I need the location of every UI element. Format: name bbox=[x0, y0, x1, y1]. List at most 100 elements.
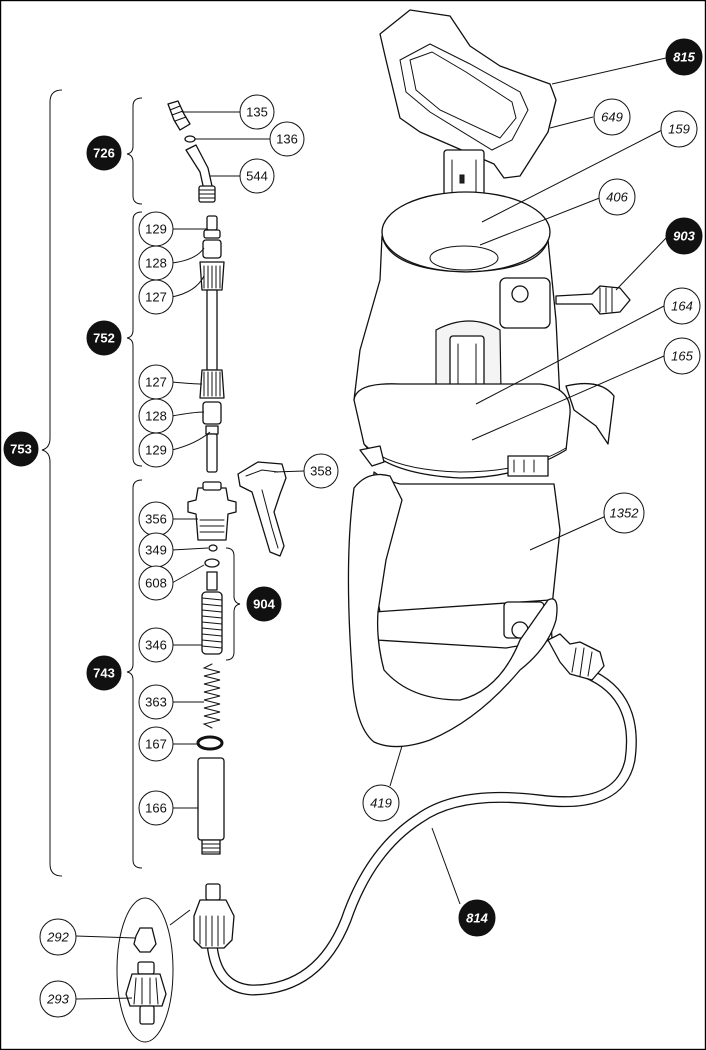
label-743: 743 bbox=[86, 655, 122, 691]
label-128-bottom: 128 bbox=[138, 398, 174, 434]
brace-753 bbox=[41, 89, 63, 877]
label-815: 815 bbox=[665, 38, 703, 76]
sprayer-body bbox=[347, 9, 631, 748]
svg-text:419: 419 bbox=[370, 796, 392, 811]
label-135: 135 bbox=[239, 94, 275, 130]
svg-text:127: 127 bbox=[145, 290, 167, 305]
label-346: 346 bbox=[138, 627, 174, 663]
tank-rim bbox=[353, 383, 571, 479]
hose-coupling-right bbox=[547, 633, 605, 681]
svg-text:129: 129 bbox=[145, 443, 167, 458]
label-166: 166 bbox=[138, 790, 174, 826]
valve-body-356 bbox=[187, 487, 237, 541]
svg-text:904: 904 bbox=[253, 597, 275, 612]
svg-text:743: 743 bbox=[93, 666, 115, 681]
svg-text:135: 135 bbox=[246, 105, 268, 120]
nozzle-assembly-726 bbox=[167, 100, 216, 203]
ferrule-128-bottom bbox=[202, 401, 222, 425]
svg-text:346: 346 bbox=[145, 638, 167, 653]
svg-text:752: 752 bbox=[93, 331, 115, 346]
svg-text:136: 136 bbox=[276, 132, 298, 147]
svg-text:356: 356 bbox=[145, 512, 167, 527]
hose-814 bbox=[193, 633, 637, 996]
svg-text:165: 165 bbox=[671, 349, 693, 364]
brace-904 bbox=[225, 547, 241, 661]
label-358: 358 bbox=[303, 453, 339, 489]
pressure-valve-903 bbox=[555, 285, 631, 315]
label-127-bottom: 127 bbox=[138, 364, 174, 400]
svg-text:159: 159 bbox=[668, 122, 690, 137]
label-608: 608 bbox=[138, 565, 174, 601]
label-292: 292 bbox=[39, 918, 77, 956]
label-649: 649 bbox=[593, 98, 631, 136]
svg-text:814: 814 bbox=[466, 911, 488, 926]
group-braces bbox=[41, 89, 241, 877]
label-164: 164 bbox=[663, 287, 701, 325]
brace-743 bbox=[126, 479, 143, 869]
o-ring-136 bbox=[184, 135, 196, 143]
label-363: 363 bbox=[138, 684, 174, 720]
tank-opening bbox=[381, 191, 551, 273]
svg-text:166: 166 bbox=[145, 801, 167, 816]
svg-text:903: 903 bbox=[673, 229, 695, 244]
svg-text:127: 127 bbox=[145, 375, 167, 390]
svg-text:1352: 1352 bbox=[610, 506, 640, 521]
label-1352: 1352 bbox=[603, 492, 645, 534]
tank-upper bbox=[353, 235, 561, 401]
svg-text:815: 815 bbox=[673, 50, 695, 65]
svg-text:128: 128 bbox=[145, 409, 167, 424]
label-129-top: 129 bbox=[138, 211, 174, 247]
svg-text:406: 406 bbox=[606, 190, 628, 205]
label-159: 159 bbox=[660, 110, 698, 148]
label-903: 903 bbox=[665, 217, 703, 255]
label-128-top: 128 bbox=[138, 245, 174, 281]
label-419: 419 bbox=[362, 784, 400, 822]
label-136: 136 bbox=[269, 121, 305, 157]
label-752: 752 bbox=[86, 320, 122, 356]
svg-text:363: 363 bbox=[145, 695, 167, 710]
label-753: 753 bbox=[3, 431, 39, 467]
svg-text:753: 753 bbox=[10, 442, 32, 457]
svg-text:292: 292 bbox=[46, 930, 69, 945]
spring-363 bbox=[202, 663, 221, 729]
fitting-292 bbox=[133, 927, 157, 953]
label-165: 165 bbox=[663, 337, 701, 375]
label-129-bottom: 129 bbox=[138, 432, 174, 468]
o-ring-167 bbox=[196, 735, 224, 751]
o-ring-349 bbox=[208, 544, 218, 552]
label-406: 406 bbox=[598, 178, 636, 216]
tube-shaft bbox=[206, 289, 218, 371]
trigger-lever-358 bbox=[237, 461, 287, 557]
detail-callout bbox=[116, 897, 191, 1043]
svg-text:128: 128 bbox=[145, 256, 167, 271]
label-349: 349 bbox=[138, 532, 174, 568]
label-bubbles: 815 649 159 406 903 164 165 1352 bbox=[3, 38, 703, 1018]
tube-tip-129-bottom bbox=[205, 425, 219, 435]
svg-text:167: 167 bbox=[145, 737, 167, 752]
handle-assembly-743 bbox=[187, 461, 287, 855]
nut-293 bbox=[125, 973, 167, 1007]
label-356: 356 bbox=[138, 501, 174, 537]
leader-lines bbox=[75, 57, 669, 1000]
ferrule-128-top bbox=[202, 239, 222, 259]
extension-tube-752 bbox=[199, 215, 225, 473]
o-ring-608 bbox=[204, 558, 220, 568]
label-167: 167 bbox=[138, 726, 174, 762]
svg-text:608: 608 bbox=[145, 576, 167, 591]
brace-726 bbox=[126, 97, 143, 205]
svg-text:544: 544 bbox=[246, 169, 268, 184]
label-904: 904 bbox=[246, 586, 282, 622]
nozzle-tip-135 bbox=[167, 100, 191, 131]
strap-419 bbox=[347, 473, 558, 748]
label-127-top: 127 bbox=[138, 279, 174, 315]
svg-text:726: 726 bbox=[93, 146, 115, 161]
svg-text:349: 349 bbox=[145, 543, 167, 558]
label-726: 726 bbox=[86, 135, 122, 171]
label-814: 814 bbox=[458, 899, 496, 937]
bent-lance-544 bbox=[185, 144, 213, 191]
svg-text:164: 164 bbox=[671, 299, 693, 314]
svg-text:129: 129 bbox=[145, 222, 167, 237]
label-544: 544 bbox=[239, 158, 275, 194]
